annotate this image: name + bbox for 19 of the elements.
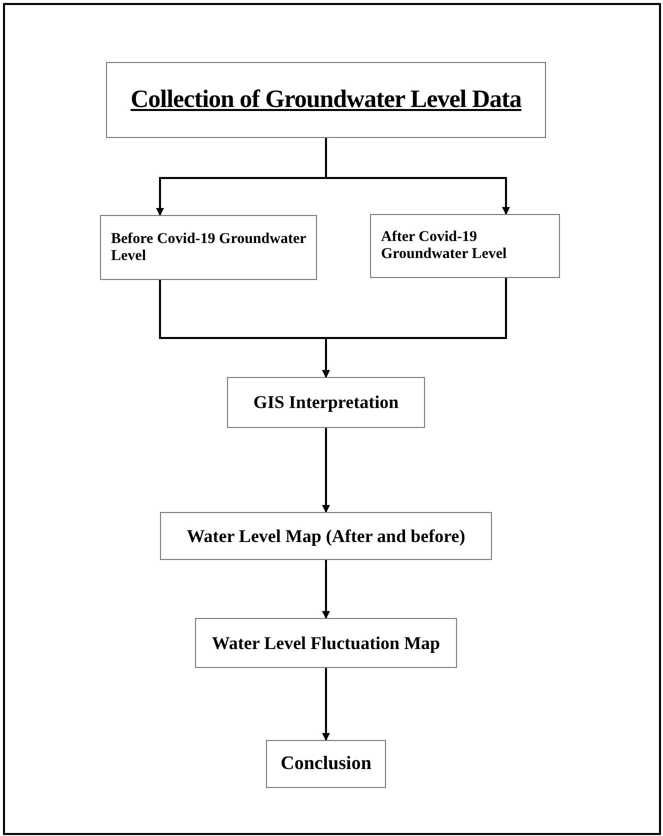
arrow [322,278,507,378]
process-box [106,62,546,138]
box-label: GIS Interpretation [253,392,399,413]
box-label: After Covid-19 Groundwater Level [381,229,508,263]
box-label: Water Level Map (After and before) [186,526,466,546]
box-label: Before Covid-19 Groundwater Level [111,230,306,264]
arrow [322,560,330,619]
box-label: Conclusion [280,753,372,775]
process-box [195,618,457,668]
arrow [325,138,510,215]
process-box [160,512,492,560]
process-box [370,214,560,278]
process-box [227,377,425,428]
arrow [322,668,330,741]
title-text: Collection of Groundwater Level Data [130,86,522,114]
process-box [100,215,317,280]
box-label: Water Level Fluctuation Map [212,632,440,654]
process-box [266,740,386,788]
arrow [322,428,330,513]
